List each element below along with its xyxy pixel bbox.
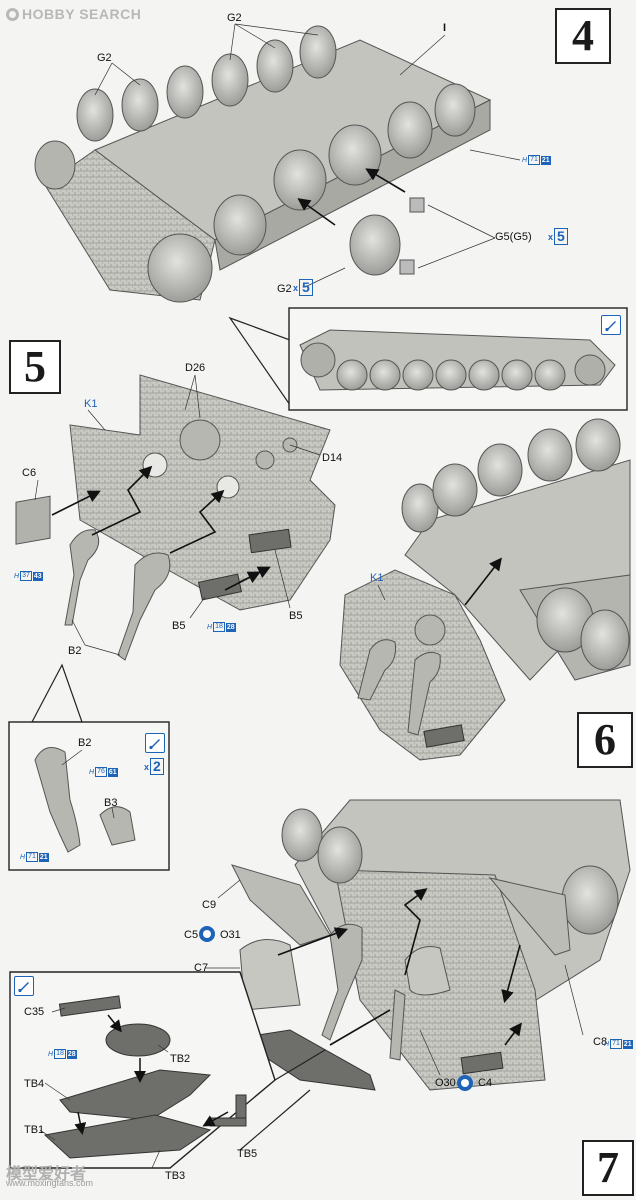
step5-inset <box>8 721 170 871</box>
step7-arrows <box>277 888 522 1046</box>
logo-text: HOBBY SEARCH <box>22 6 142 22</box>
step5-inset-parts <box>34 747 136 853</box>
label-C6: C6 <box>22 467 37 479</box>
step7-inset-parts <box>43 995 247 1159</box>
step7-hull <box>231 799 631 1091</box>
label-B2: B2 <box>68 645 82 657</box>
label-C9: C9 <box>202 899 217 911</box>
cement-icon <box>14 976 34 996</box>
gear-icon <box>6 7 19 21</box>
step-number-6: 6 <box>577 712 633 768</box>
label-K1-step6: K1 <box>370 572 384 584</box>
label-K1-step5: K1 <box>84 398 98 410</box>
label-O31: O31 <box>220 929 241 941</box>
step5-leaders <box>34 374 321 656</box>
label-B5-left: B5 <box>172 620 186 632</box>
label-TB1: TB1 <box>24 1124 45 1136</box>
label-TB2: TB2 <box>170 1053 191 1065</box>
step4-arrows <box>297 168 406 226</box>
step-number-7: 7 <box>582 1140 634 1196</box>
step6-rear-plate <box>339 569 506 761</box>
step6-hull <box>401 418 631 681</box>
label-B5-right: B5 <box>289 610 303 622</box>
label-G2-bottom: G2 <box>277 283 292 295</box>
watermark-url: www.moxingfans.com <box>6 1178 94 1188</box>
hobby-search-logo: HOBBY SEARCH <box>6 6 141 22</box>
label-G2-top: G2 <box>227 12 242 24</box>
label-inset-B2: B2 <box>78 737 92 749</box>
label-C4: C4 <box>478 1077 493 1089</box>
cement-icon <box>145 733 165 753</box>
label-O30: O30 <box>435 1077 456 1089</box>
watermark-cn: 模型爱好者 <box>6 1166 87 1183</box>
step-number-4: 4 <box>555 8 611 64</box>
step5-arrows <box>51 465 271 591</box>
label-I: I <box>443 22 447 34</box>
label-C5: C5 <box>184 929 199 941</box>
label-TB3: TB3 <box>165 1170 186 1182</box>
label-G2-left: G2 <box>97 52 112 64</box>
label-G5: G5(G5) <box>495 231 532 243</box>
label-inset-B3: B3 <box>104 797 118 809</box>
step6-arrow <box>464 557 502 606</box>
label-D26: D26 <box>185 362 206 374</box>
step5-rear-plate <box>15 374 336 661</box>
rotate-part-icon <box>457 1075 473 1091</box>
step4-wheels-top <box>34 25 337 190</box>
label-C8: C8 <box>593 1036 608 1048</box>
step-number-5: 5 <box>9 340 61 394</box>
label-C7: C7 <box>194 962 209 974</box>
label-TB4: TB4 <box>24 1078 45 1090</box>
rotate-part-icon <box>199 926 215 942</box>
label-C35: C35 <box>24 1006 45 1018</box>
label-TB5: TB5 <box>237 1148 258 1160</box>
cement-icon <box>601 315 621 335</box>
step4-inset-track <box>299 329 616 391</box>
label-D14: D14 <box>322 452 343 464</box>
step4-leaders <box>94 23 521 288</box>
